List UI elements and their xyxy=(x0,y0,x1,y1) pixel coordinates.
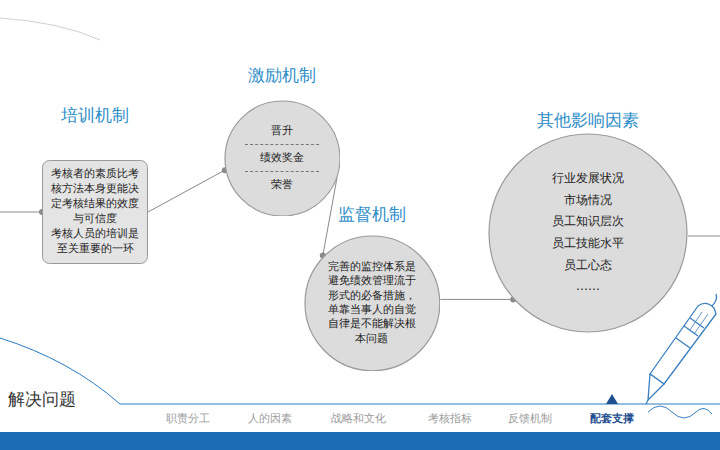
circle-shape: 晋升绩效奖金荣誉 xyxy=(224,100,341,217)
factor-item: 员工技能水平 xyxy=(552,233,624,255)
incentive-item: 晋升 xyxy=(245,118,319,144)
section-title: 解决问题 xyxy=(8,388,76,411)
node-heading: 培训机制 xyxy=(61,104,129,126)
incentive-item: 荣誉 xyxy=(245,171,319,198)
node-heading: 激励机制 xyxy=(248,64,316,86)
factor-item: 员工心态 xyxy=(564,255,612,277)
circle-shape: 行业发展状况市场情况员工知识层次员工技能水平员工心态…… xyxy=(488,133,688,333)
factors-circle: 其他影响因素行业发展状况市场情况员工知识层次员工技能水平员工心态…… xyxy=(488,109,688,333)
incentive-item: 绩效奖金 xyxy=(245,144,319,171)
factor-item: 行业发展状况 xyxy=(552,168,624,190)
supervision-circle: 监督机制完善的监控体系是避免绩效管理流于形式的必备措施，单靠当事人的自觉自律是不… xyxy=(304,203,441,372)
trail-line xyxy=(688,236,720,237)
node-heading: 其他影响因素 xyxy=(537,109,639,131)
node-body: 考核人员的培训是至关重要的一环 xyxy=(48,227,142,257)
pen-illustration xyxy=(646,294,717,418)
incentive-circle: 激励机制晋升绩效奖金荣誉 xyxy=(224,64,341,217)
nav-tab: 反馈机制 xyxy=(508,411,552,426)
connector-line xyxy=(440,299,513,300)
training-box: 培训机制考核者的素质比考核方法本身更能决定考核结果的效度与可信度考核人员的培训是… xyxy=(42,104,148,264)
node-body: 完善的监控体系是避免绩效管理流于形式的必备措施，单靠当事人的自觉自律是不能解决根… xyxy=(324,260,420,346)
node-body: 考核者的素质比考核方法本身更能决定考核结果的效度与可信度 xyxy=(48,167,142,226)
corner-curve xyxy=(0,18,100,40)
connector-line xyxy=(148,170,225,212)
nav-tab: 考核指标 xyxy=(428,411,472,426)
shape-outline xyxy=(488,133,688,333)
node-heading: 监督机制 xyxy=(338,203,406,225)
rounded-box: 考核者的素质比考核方法本身更能决定考核结果的效度与可信度考核人员的培训是至关重要… xyxy=(42,160,148,264)
factor-item: 员工知识层次 xyxy=(552,211,624,233)
circle-shape: 完善的监控体系是避免绩效管理流于形式的必备措施，单靠当事人的自觉自律是不能解决根… xyxy=(304,235,441,372)
factor-item: 市场情况 xyxy=(564,190,612,212)
nav-tab-active: 配套支撑 xyxy=(590,411,634,426)
active-marker xyxy=(606,394,618,404)
nav-tab: 战略和文化 xyxy=(331,411,386,426)
lead-line xyxy=(0,212,42,213)
bottom-bar xyxy=(0,432,720,450)
nav-tab: 人的因素 xyxy=(248,411,292,426)
nav-tab: 职责分工 xyxy=(166,411,210,426)
factor-item: …… xyxy=(576,276,600,298)
